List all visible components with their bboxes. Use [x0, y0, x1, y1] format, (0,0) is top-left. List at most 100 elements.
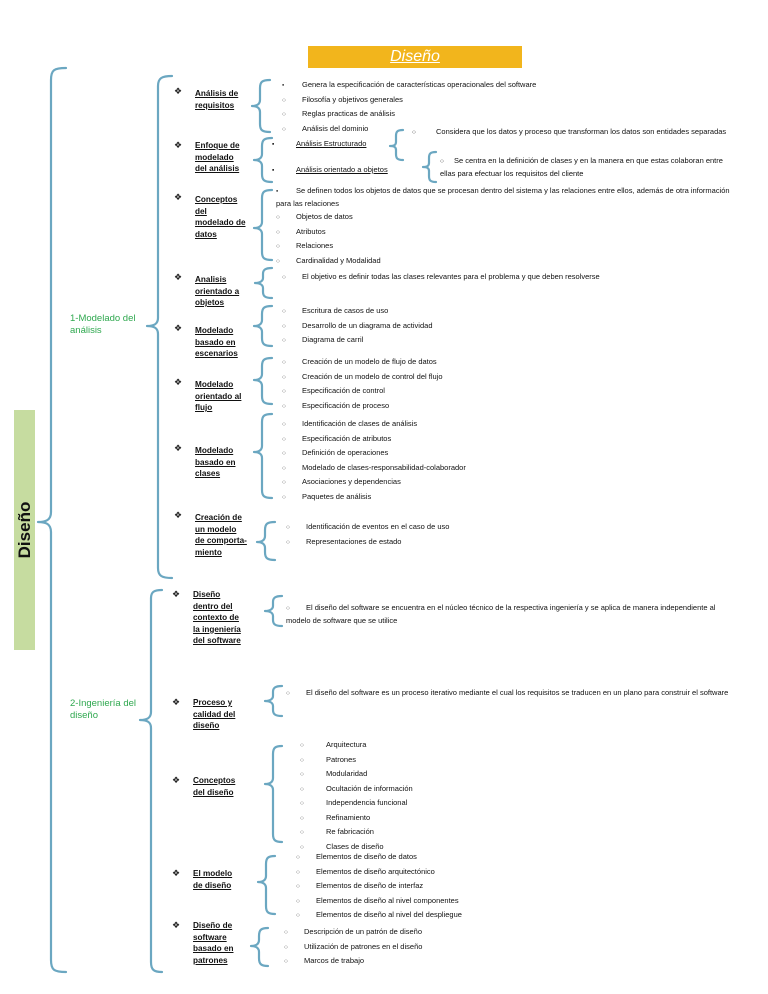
- section-1-label: 1-Modelado del análisis: [70, 313, 136, 336]
- list-item: ○Desarrollo de un diagrama de actividad: [282, 320, 433, 330]
- list-item: ○Refinamiento: [300, 812, 371, 822]
- cat-brace-12: [256, 854, 277, 916]
- category-title: Diseño de software basado en patrones: [193, 921, 234, 965]
- list-item: ○Análisis del dominio: [282, 123, 369, 133]
- category-title: El modelo de diseño: [193, 869, 233, 890]
- cat-brace-4: [253, 266, 274, 300]
- list-item: ○Re fabricación: [300, 827, 374, 836]
- list-item: ○Elementos de diseño al nivel componente…: [296, 895, 459, 905]
- root-brace: [36, 66, 68, 974]
- cat-brace-3: [252, 188, 274, 262]
- list-item: ○Atributos: [276, 226, 326, 236]
- section-2-label: 2-Ingeniería del diseño: [70, 698, 137, 721]
- list-item: ○Objetos de datos: [276, 212, 353, 221]
- list-item: ○Identificación de clases de análisis: [282, 419, 418, 428]
- category-items: ○Creación de un modelo de flujo de datos…: [282, 355, 443, 413]
- category-bullet: ❖: [172, 920, 181, 930]
- root-label: Diseño: [14, 410, 35, 650]
- category-title: Conceptos del diseño: [193, 776, 236, 797]
- list-item: ○Paquetes de análisis: [282, 491, 372, 501]
- category-bullet: ❖: [174, 272, 183, 282]
- section-2-brace: [138, 588, 164, 974]
- category-items: ○El diseño del software se encuentra en …: [286, 602, 736, 627]
- list-item: ○Arquitectura: [300, 740, 367, 749]
- category-bullet: ❖: [172, 697, 181, 707]
- list-item: ○Creación de un modelo de flujo de datos: [282, 357, 437, 366]
- list-item: ○Marcos de trabajo: [284, 956, 365, 965]
- category-items: ○Arquitectura ○Patrones ○Modularidad ○Oc…: [300, 738, 413, 854]
- cat-brace-10: [263, 684, 284, 718]
- list-item: ○Descripción de un patrón de diseño: [284, 927, 422, 936]
- list-item: ○Elementos de diseño de interfaz: [296, 881, 424, 890]
- category-title: Modelado basado en escenarios: [195, 326, 238, 359]
- category-title: Análisis de requisitos: [195, 89, 239, 110]
- list-item: ○Elementos de diseño arquitectónico: [296, 866, 435, 876]
- list-item: ○Filosofía y objetivos generales: [282, 94, 403, 104]
- category-title: Diseño dentro del contexto de la ingenie…: [193, 590, 241, 646]
- category-bullet: ❖: [174, 140, 183, 150]
- category-title: Conceptos del modelado de datos: [195, 195, 246, 239]
- category-items: ○Descripción de un patrón de diseño ○Uti…: [284, 925, 422, 969]
- cat-brace-9: [263, 594, 284, 628]
- category-title: Modelado basado en clases: [195, 446, 236, 479]
- page-title: Diseño: [308, 46, 522, 68]
- category-title: Analisis orientado a objetos: [195, 275, 240, 308]
- list-item: ○Cardinalidad y Modalidad: [276, 255, 381, 265]
- category-bullet: ❖: [174, 443, 183, 453]
- category-bullet: ❖: [172, 868, 181, 878]
- list-item: ▪Genera la especificación de característ…: [282, 80, 537, 89]
- cat-brace-2: [252, 136, 274, 184]
- list-item: ○Especificación de control: [282, 386, 385, 395]
- list-item: ○Reglas practicas de análisis: [282, 109, 395, 118]
- cat-brace-11: [263, 744, 284, 844]
- list-item: ○Patrones: [300, 754, 357, 764]
- list-item: ○El diseño del software se encuentra en …: [286, 603, 716, 625]
- cat-brace-6: [252, 356, 274, 406]
- category-items: ○Elementos de diseño de datos ○Elementos…: [296, 850, 462, 923]
- list-item: ○Escritura de casos de uso: [282, 306, 389, 315]
- list-item: ○Creación de un modelo de control del fl…: [282, 371, 443, 381]
- sub-brace-1: [388, 128, 405, 162]
- cat-brace-1: [250, 78, 272, 134]
- list-item: ○Clases de diseño: [300, 841, 384, 851]
- list-item: ○Especificación de atributos: [282, 433, 392, 443]
- list-item: ○Representaciones de estado: [286, 536, 402, 546]
- category-title: Modelado orientado al flujo: [195, 380, 242, 413]
- list-item: ○Especificación de proceso: [282, 400, 390, 410]
- list-item: ○Modelado de clases-responsabilidad-cola…: [282, 462, 466, 472]
- category-items: ○Escritura de casos de uso ○Desarrollo d…: [282, 304, 433, 348]
- category-bullet: ❖: [174, 323, 183, 333]
- category-items: ○Identificación de clases de análisis ○E…: [282, 417, 466, 504]
- category-bullet: ❖: [174, 192, 183, 202]
- list-item: ▪Se definen todos los objetos de datos q…: [276, 186, 730, 208]
- cat-brace-8: [255, 520, 277, 562]
- cat-brace-13: [249, 926, 270, 968]
- category-bullet: ❖: [172, 775, 181, 785]
- list-item: ○Elementos de diseño de datos: [296, 852, 417, 861]
- cat-brace-5: [252, 304, 274, 348]
- list-item: ○Modularidad: [300, 769, 368, 778]
- list-item: ○El objetivo es definir todas las clases…: [282, 272, 600, 281]
- list-item: ○Ocultación de información: [300, 783, 413, 793]
- list-item: ○Diagrama de carril: [282, 335, 364, 344]
- category-title: Creación de un modelo de comporta-miento: [195, 513, 247, 557]
- sub-description: ○Considera que los datos y proceso que t…: [412, 127, 727, 136]
- section-1-brace: [145, 74, 174, 580]
- list-item: ○El diseño del software es un proceso it…: [286, 688, 729, 697]
- category-bullet: ❖: [174, 377, 183, 387]
- list-item: ○Definición de operaciones: [282, 448, 389, 457]
- list-item: ○Independencia funcional: [300, 798, 408, 807]
- category-bullet: ❖: [174, 86, 183, 96]
- category-bullet: ❖: [174, 510, 183, 520]
- sub-description: ○Se centra en la definición de clases y …: [440, 156, 723, 178]
- category-items: ○Identificación de eventos en el caso de…: [286, 520, 449, 549]
- list-item: ○Identificación de eventos en el caso de…: [286, 522, 450, 531]
- cat-brace-7: [252, 412, 274, 500]
- list-item: ○Asociaciones y dependencias: [282, 477, 401, 486]
- category-items: ▪Se definen todos los objetos de datos q…: [276, 185, 746, 268]
- sub-label: ▪Análisis orientado a objetos: [272, 165, 388, 174]
- list-item: ○Relaciones: [276, 241, 334, 250]
- sub-label: ▪Análisis Estructurado: [272, 139, 367, 148]
- category-bullet: ❖: [172, 589, 181, 599]
